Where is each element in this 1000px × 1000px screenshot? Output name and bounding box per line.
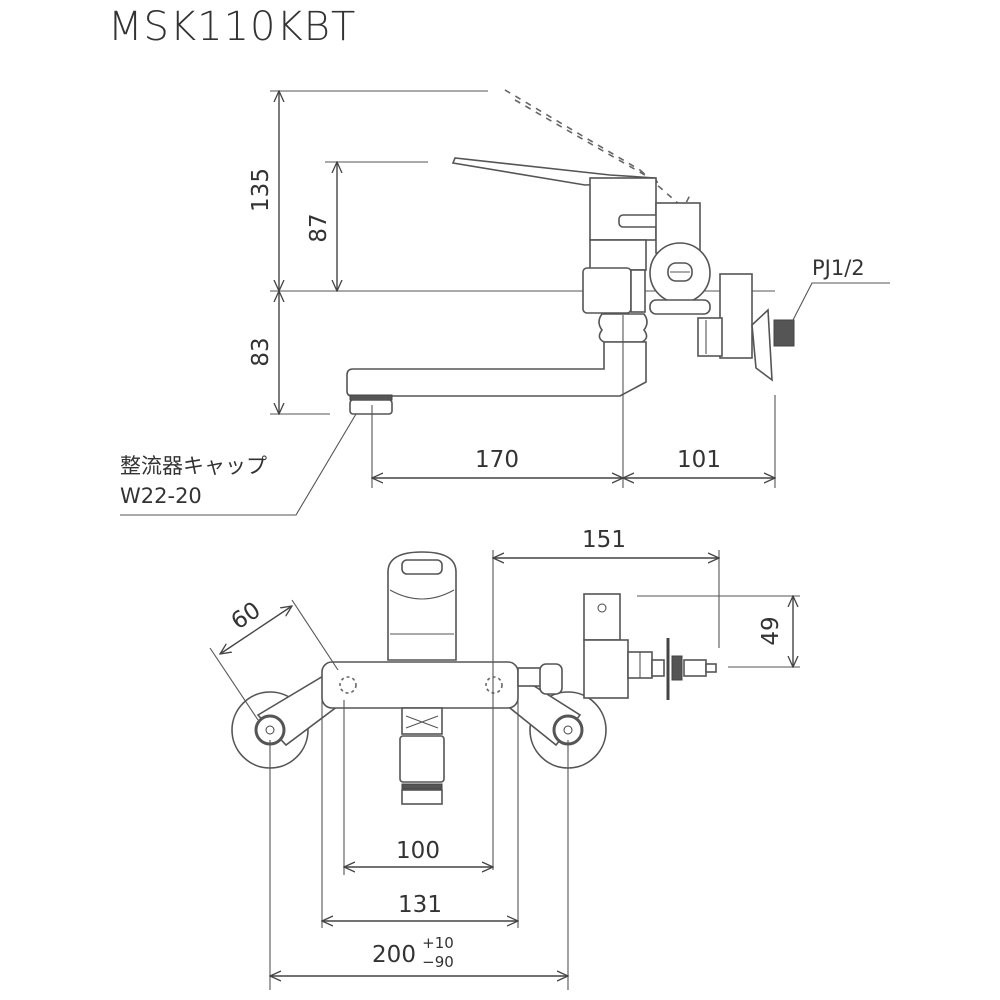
dim-200-label: 200 <box>372 942 416 968</box>
aerator-leader <box>120 413 357 516</box>
dial-base <box>649 299 711 315</box>
side-valve <box>539 663 563 695</box>
elbow-nut <box>697 317 723 357</box>
outlet-cap <box>401 789 443 805</box>
mixer-body-bar <box>321 661 519 709</box>
dim-151-label: 151 <box>582 527 626 553</box>
dim-60-line <box>220 606 292 654</box>
lever-raised-outline <box>504 89 691 246</box>
front-view: 151 49 60 100 131 200 +10 −90 <box>209 527 800 990</box>
wall-flange <box>751 308 773 382</box>
outlet-nut <box>401 707 443 735</box>
mixer-slot <box>618 214 660 228</box>
dim-60-label: 60 <box>227 597 266 635</box>
side-thread <box>671 655 683 681</box>
front-handle-slot <box>401 559 443 575</box>
aerator-spec: W22-20 <box>120 484 202 508</box>
outlet-band <box>401 783 443 790</box>
dim-131-label: 131 <box>398 892 442 918</box>
front-handle <box>387 551 457 661</box>
dim-49-label: 49 <box>758 616 784 645</box>
dim-135-label: 135 <box>248 168 274 212</box>
tolerance-plus: +10 <box>422 934 454 952</box>
model-number-title: MSK110KBT <box>108 4 357 50</box>
right-nut <box>552 714 584 746</box>
side-flange-neck <box>651 659 665 677</box>
side-elbow <box>583 639 629 699</box>
mixer-neck <box>589 239 647 271</box>
aerator-name: 整流器キャップ <box>120 454 267 478</box>
tolerance-minus: −90 <box>422 953 454 971</box>
aerator-cap <box>349 399 393 415</box>
mixer-head <box>589 177 657 241</box>
outlet-body <box>399 735 445 783</box>
mixer-collar <box>582 267 632 314</box>
side-view: 135 87 83 <box>120 89 890 516</box>
dim-101-label: 101 <box>677 447 721 473</box>
spout <box>346 341 647 397</box>
pj-thread <box>773 319 795 347</box>
side-bracket <box>583 593 621 641</box>
pj-label: PJ1/2 <box>812 256 865 280</box>
side-tip <box>683 659 707 677</box>
dim-87-label: 87 <box>306 213 332 242</box>
mixer-ring <box>630 269 646 313</box>
dim-100-label: 100 <box>396 838 440 864</box>
dim-170-label: 170 <box>475 447 519 473</box>
side-nipple <box>705 663 717 673</box>
dim-83-label: 83 <box>248 337 274 366</box>
pj-leader <box>791 282 890 323</box>
left-nut <box>254 714 286 746</box>
wall-elbow <box>719 273 753 359</box>
